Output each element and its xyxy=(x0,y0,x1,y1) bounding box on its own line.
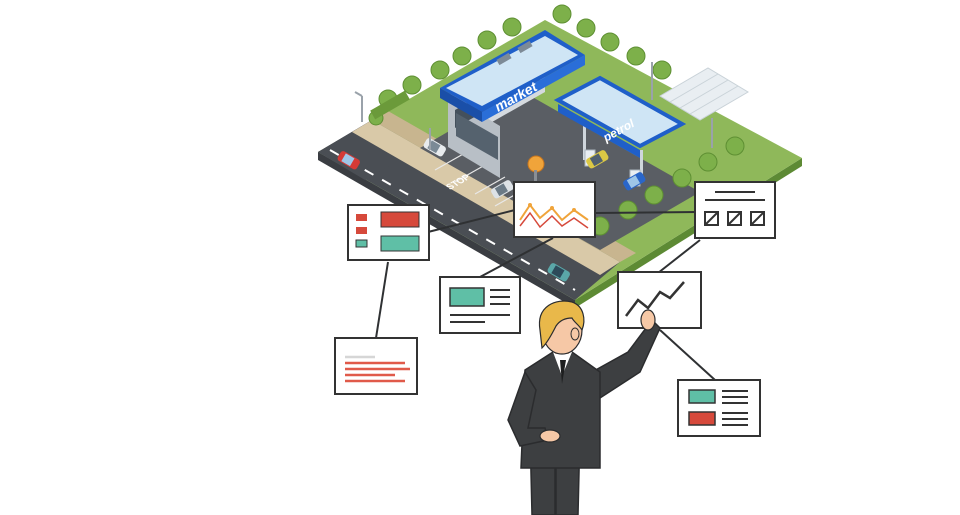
brand-sign xyxy=(527,155,545,173)
street-lamps xyxy=(354,62,713,150)
road xyxy=(318,120,620,300)
text-lines-icon xyxy=(334,337,418,395)
dashboard-card-icon xyxy=(347,204,430,261)
trees xyxy=(368,4,745,236)
left-hand xyxy=(539,429,561,443)
connector-lines xyxy=(375,209,716,381)
lane-markings xyxy=(329,149,576,291)
right-hand xyxy=(640,309,656,331)
red-car xyxy=(337,151,360,170)
article-card-icon xyxy=(439,276,521,334)
yellow-car xyxy=(586,150,609,169)
blue-car xyxy=(623,172,646,191)
petrol-canopy xyxy=(553,75,687,149)
hair xyxy=(538,300,585,350)
businessman xyxy=(507,300,661,515)
city-block: STOP xyxy=(318,4,802,308)
line-chart-icon xyxy=(513,181,596,238)
trend-chart-icon xyxy=(617,271,702,329)
list-card-icon xyxy=(677,379,761,437)
silver-car xyxy=(491,180,514,199)
teal-car xyxy=(547,263,570,282)
checkbox-panel-icon xyxy=(694,181,776,239)
